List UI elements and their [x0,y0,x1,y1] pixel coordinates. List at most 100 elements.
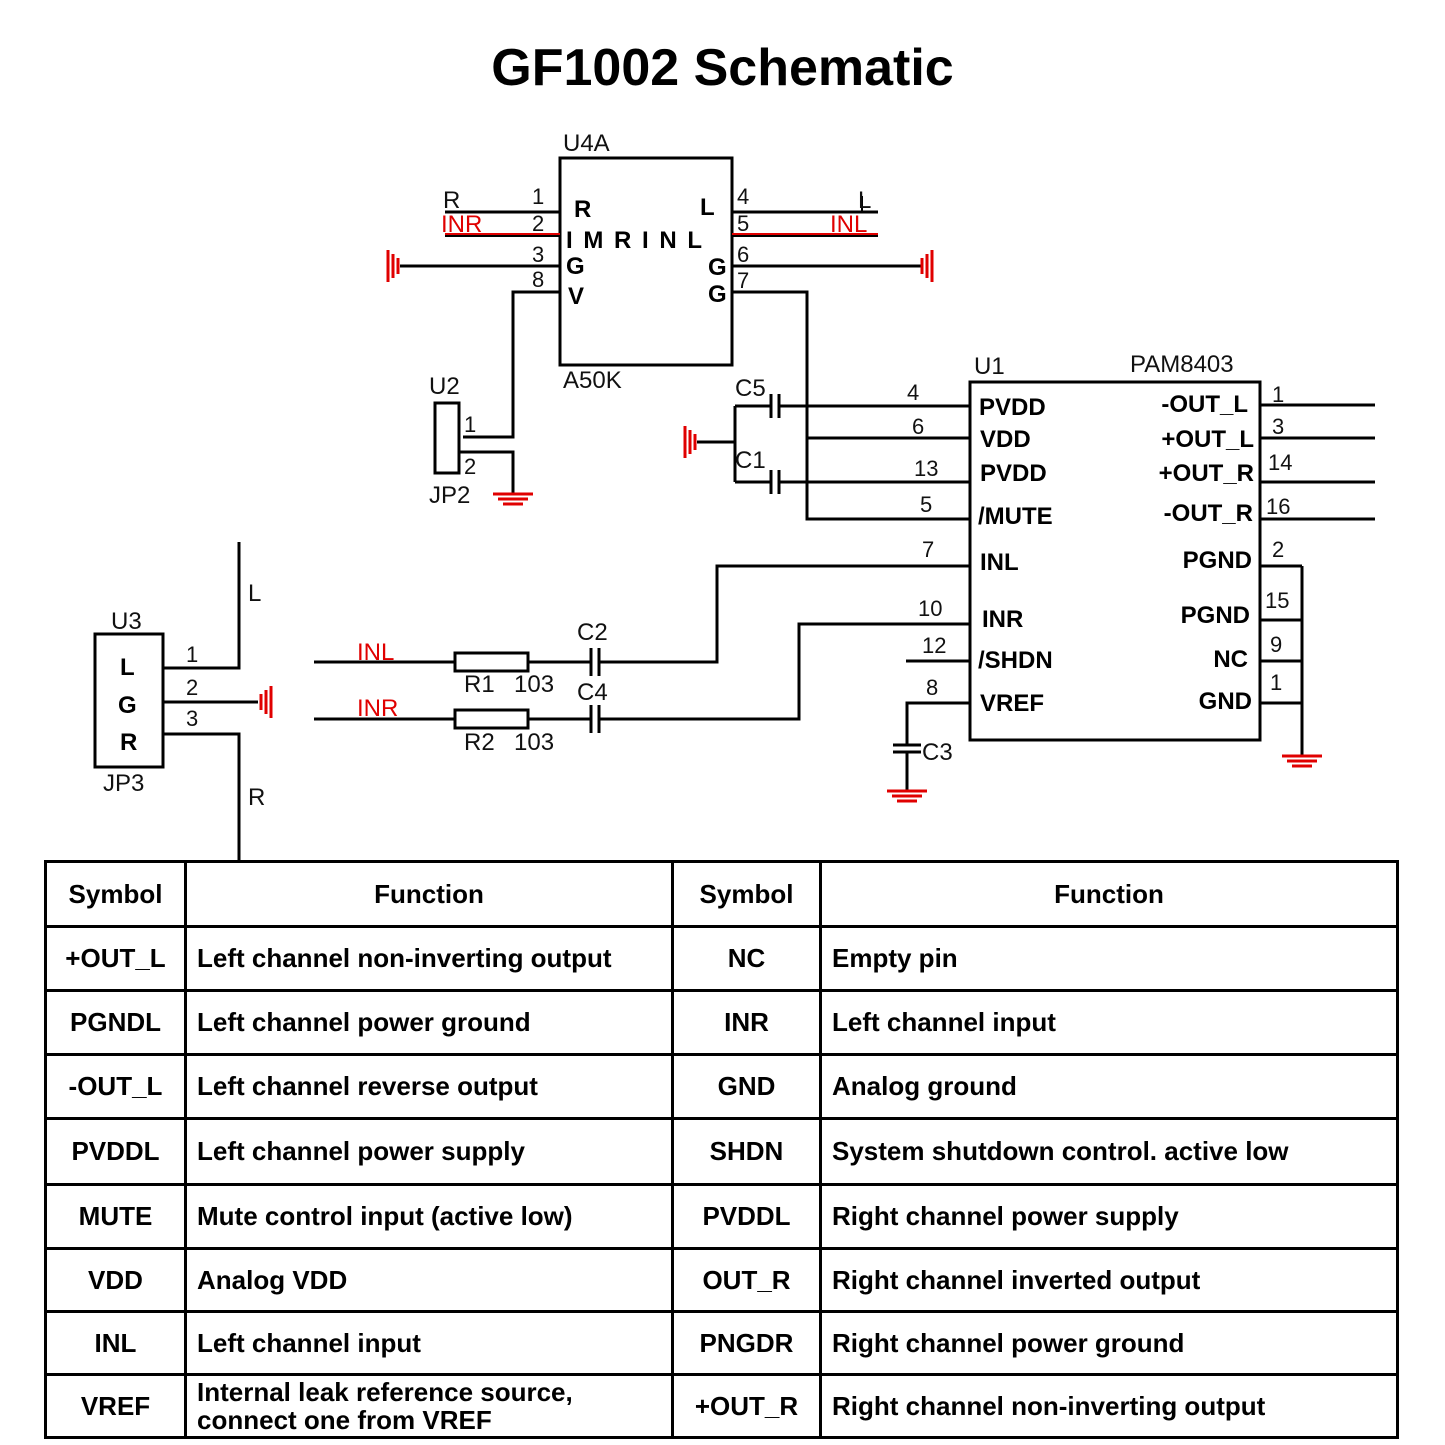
pin-function-table: Symbol Function Symbol Function +OUT_L L… [44,860,1399,1439]
pin-name: R [120,729,137,756]
r2-label: R2 [464,729,495,756]
u4a-potentiometer: U4A A50K R INR 1 2 3 8 L INL 4 5 6 7 R L… [386,130,970,521]
pin-name: VREF [980,690,1044,717]
table-header-row: Symbol Function Symbol Function [44,860,1399,928]
table-row: VDD Analog VDD OUT_R Right channel inver… [44,1247,1399,1313]
pin-number: 1 [532,184,544,209]
schematic-diagram: U4A A50K R INR 1 2 3 8 L INL 4 5 6 7 R L… [93,130,1375,860]
pin-name: /MUTE [978,503,1053,530]
table-cell-function: Empty pin [819,925,1399,992]
c2-label: C2 [577,619,608,646]
pin-name: G [708,254,727,281]
table-cell-symbol: SHDN [671,1117,822,1186]
ground-icon [386,248,400,284]
pin-name: V [568,283,584,310]
pin-number: 2 [532,211,544,236]
input-stage: INL INR R1 103 R2 103 C2 C4 [314,619,608,756]
net-label-inl: INL [357,639,394,666]
pin-name: PGND [1183,547,1252,574]
cap-c3-label: C3 [922,739,953,766]
pin-number: 5 [920,492,932,517]
table-header-cell: Symbol [44,860,187,928]
net-label-r: R [443,187,460,214]
table-cell-symbol: +OUT_R [671,1373,822,1439]
table-cell-function: System shutdown control. active low [819,1117,1399,1186]
table-cell-symbol: VREF [44,1373,187,1439]
table-cell-function: Left channel input [184,1310,674,1376]
pin-number: 16 [1266,494,1290,519]
table-cell-function: Left channel power supply [184,1117,674,1186]
table-cell-function: Left channel input [819,989,1399,1056]
pin-number: 2 [1272,537,1284,562]
table-cell-function: Analog ground [819,1053,1399,1120]
pin-name: /SHDN [978,647,1053,674]
pin-number: 6 [737,242,749,267]
pin-number: 8 [926,675,938,700]
ground-icon [920,248,934,284]
table-cell-symbol: INR [671,989,822,1056]
pin-name: R [574,196,591,223]
jp2-body [433,401,461,475]
pin-number: 14 [1268,450,1292,475]
r1-label: R1 [464,671,495,698]
pin-number: 1 [1272,382,1284,407]
table-cell-symbol: PGNDL [44,989,187,1056]
r2-value: 103 [514,729,554,756]
pin-name: PVDD [980,460,1047,487]
pin-number: 3 [532,242,544,267]
pin-number: 2 [186,675,198,700]
u3-ref: U3 [111,608,142,635]
pin-name: INL [980,549,1019,576]
table-row: PVDDL Left channel power supply SHDN Sys… [44,1117,1399,1186]
ground-icon [259,684,273,720]
table-header-cell: Function [184,860,674,928]
cap-c5-label: C5 [735,375,766,402]
table-cell-function: Right channel power ground [819,1310,1399,1376]
table-cell-function: Right channel inverted output [819,1247,1399,1313]
pin-number: 5 [737,211,749,236]
pin-name: L [700,194,715,221]
r1-value: 103 [514,671,554,698]
pin-number: 1 [1270,670,1282,695]
pin-name: L [120,654,135,681]
table-cell-function: Right channel non-inverting output [819,1373,1399,1439]
pin-name: +OUT_L [1161,426,1254,453]
table-cell-symbol: -OUT_L [44,1053,187,1120]
pin-number: 12 [922,633,946,658]
net-label-l: L [858,187,871,214]
u2-jp2-connector: U2 JP2 1 2 [429,373,535,509]
pin-number: 3 [1272,414,1284,439]
pin-number: 6 [912,414,924,439]
pin-name: INR [982,606,1023,633]
pin-name: I M R I N L [566,227,704,254]
page-title: GF1002 Schematic [491,39,954,97]
decoupling-caps: C5 C1 [683,375,970,494]
table-cell-function: Internal leak reference source, connect … [184,1373,674,1439]
table-cell-function: Left channel power ground [184,989,674,1056]
table-cell-symbol: +OUT_L [44,925,187,992]
table-header-cell: Symbol [671,860,822,928]
table-row: -OUT_L Left channel reverse output GND A… [44,1053,1399,1120]
u1-ref: U1 [974,353,1005,380]
pin-number: 4 [737,184,749,209]
pin-number: 3 [186,706,198,731]
cap-c1-label: C1 [735,447,766,474]
pin-name: +OUT_R [1159,460,1254,487]
pin-number: 15 [1265,588,1289,613]
u3-jp3-connector: U3 JP3 L G R 1 2 3 L R [93,542,273,860]
ground-icon [1280,754,1324,768]
pin-number: 13 [914,456,938,481]
table-cell-function: Right channel power supply [819,1183,1399,1250]
pin-number: 8 [532,267,544,292]
net-label-l: L [248,580,261,607]
resistor-r1 [453,651,530,673]
resistor-r2 [453,708,530,730]
ground-icon [683,424,697,460]
jp3-label: JP3 [103,770,144,797]
pin-name: G [118,692,137,719]
pin-number: 7 [737,268,749,293]
table-cell-symbol: GND [671,1053,822,1120]
table-cell-symbol: OUT_R [671,1247,822,1313]
table-row: PGNDL Left channel power ground INR Left… [44,989,1399,1056]
table-cell-symbol: PVDDL [44,1117,187,1186]
